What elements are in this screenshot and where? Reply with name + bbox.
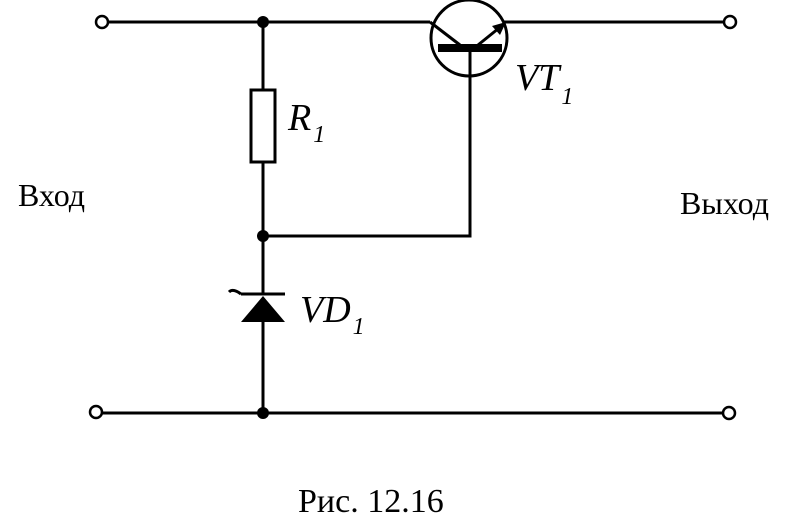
input-terminal-top bbox=[94, 14, 110, 30]
transistor-vt1 bbox=[429, 0, 509, 78]
output-terminal-bottom bbox=[721, 405, 737, 421]
junction-bottom bbox=[257, 407, 269, 419]
zener-diode-vd1 bbox=[227, 288, 285, 322]
output-terminal-top bbox=[722, 14, 738, 30]
input-terminal-bottom bbox=[88, 404, 104, 420]
figure-caption: Рис. 12.16 bbox=[298, 483, 444, 518]
output-label: Выход bbox=[680, 185, 769, 221]
resistor-r1 bbox=[249, 88, 277, 164]
zener-label: VD1 bbox=[300, 289, 365, 340]
junction-top bbox=[257, 16, 269, 28]
junction-mid bbox=[257, 230, 269, 242]
resistor-label: R1 bbox=[287, 97, 325, 148]
transistor-label: VT1 bbox=[515, 57, 573, 110]
base-wire bbox=[263, 48, 472, 238]
input-label: Вход bbox=[18, 177, 85, 213]
